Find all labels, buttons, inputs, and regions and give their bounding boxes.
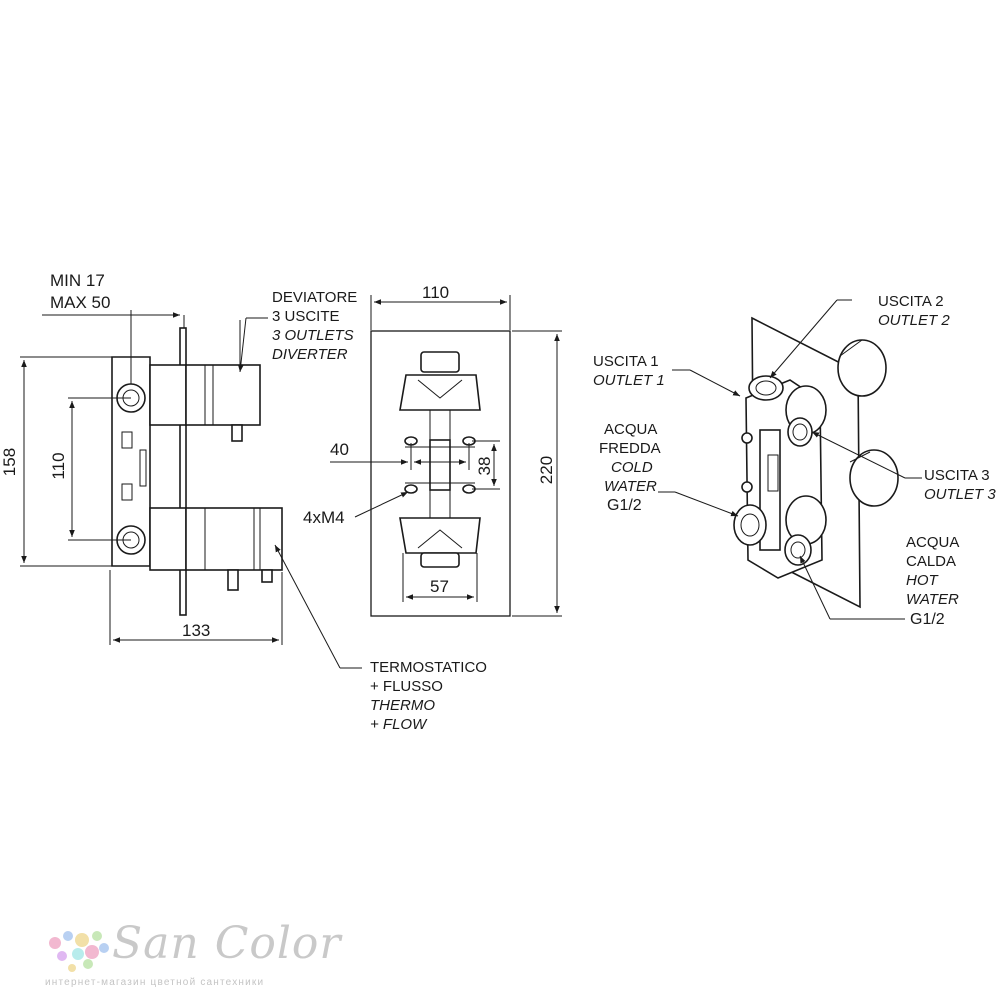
- watermark-tagline: интернет-магазин цветной сантехники: [45, 977, 265, 988]
- watermark-dot: [92, 931, 102, 941]
- dim-side-height: 158: [0, 447, 19, 477]
- cold-water-thread: G1/2: [607, 497, 642, 514]
- dim-plate-height: 220: [537, 455, 556, 485]
- hot-water-label-1: ACQUA: [906, 534, 960, 551]
- front-upper-port: [399, 351, 481, 440]
- hot-water-label-2: CALDA: [906, 553, 957, 570]
- watermark-dot: [63, 931, 73, 941]
- cold-water-label-2: FREDDA: [599, 440, 661, 457]
- front-view: [330, 295, 562, 617]
- outlet1-label-it: USCITA 1: [593, 353, 659, 370]
- iso-outlet-2: [785, 385, 827, 447]
- diverter-label-it-2: 3 USCITE: [272, 308, 340, 325]
- hot-water-thread: G1/2: [910, 611, 945, 628]
- thermo-label-en-2: + FLOW: [370, 716, 427, 733]
- screws-label: 4xM4: [303, 508, 345, 527]
- watermark-dot: [49, 937, 61, 949]
- watermark-dot: [57, 951, 67, 961]
- outlet2-label-en: OUTLET 2: [878, 312, 950, 329]
- diverter-label-en-2: DIVERTER: [272, 346, 348, 363]
- hot-water-label-3: HOT: [906, 572, 938, 589]
- watermark-dot: [72, 948, 84, 960]
- dim-side-inner: 110: [49, 452, 68, 480]
- watermark-dot: [99, 943, 109, 953]
- diverter-label-it-1: DEVIATORE: [272, 289, 358, 306]
- thermo-label-it-2: + FLUSSO: [370, 678, 443, 695]
- max-thickness-label: MAX 50: [50, 293, 111, 312]
- cold-water-label-3: COLD: [611, 459, 653, 476]
- dim-side-depth: 133: [182, 621, 211, 640]
- iso-view: [658, 299, 922, 620]
- outlet3-label-en: OUTLET 3: [924, 486, 996, 503]
- side-diverter-cartridge: [149, 364, 261, 442]
- watermark-dot: [85, 945, 99, 959]
- side-thermo-cartridge: [149, 507, 283, 591]
- dim-port-spacing: 57: [430, 577, 449, 596]
- front-plate: [370, 330, 511, 617]
- front-lower-port: [399, 490, 481, 568]
- cold-water-label-4: WATER: [604, 478, 657, 495]
- dim-holes-horizontal: 40: [330, 440, 349, 459]
- dim-holes-vertical: 38: [475, 456, 494, 476]
- dim-plate-width: 110: [422, 283, 450, 302]
- outlet1-label-en: OUTLET 1: [593, 372, 665, 389]
- min-thickness-label: MIN 17: [50, 271, 105, 290]
- outlet3-label-it: USCITA 3: [924, 467, 990, 484]
- watermark-dot: [75, 933, 89, 947]
- iso-outlet-1: [748, 375, 784, 401]
- watermark-logo-dots: [49, 931, 109, 972]
- side-view: [20, 310, 362, 669]
- diverter-label-en-1: 3 OUTLETS: [272, 327, 354, 344]
- side-wall-plate: [179, 327, 187, 616]
- watermark-dot: [68, 964, 76, 972]
- hot-water-label-4: WATER: [906, 591, 959, 608]
- watermark-brand: San Color: [112, 918, 342, 969]
- outlet2-label-it: USCITA 2: [878, 293, 944, 310]
- cold-water-label-1: ACQUA: [604, 421, 658, 438]
- thermo-label-it-1: TERMOSTATICO: [370, 659, 487, 676]
- watermark-dot: [83, 959, 93, 969]
- thermo-label-en-1: THERMO: [370, 697, 435, 714]
- iso-cold-inlet: [733, 504, 767, 546]
